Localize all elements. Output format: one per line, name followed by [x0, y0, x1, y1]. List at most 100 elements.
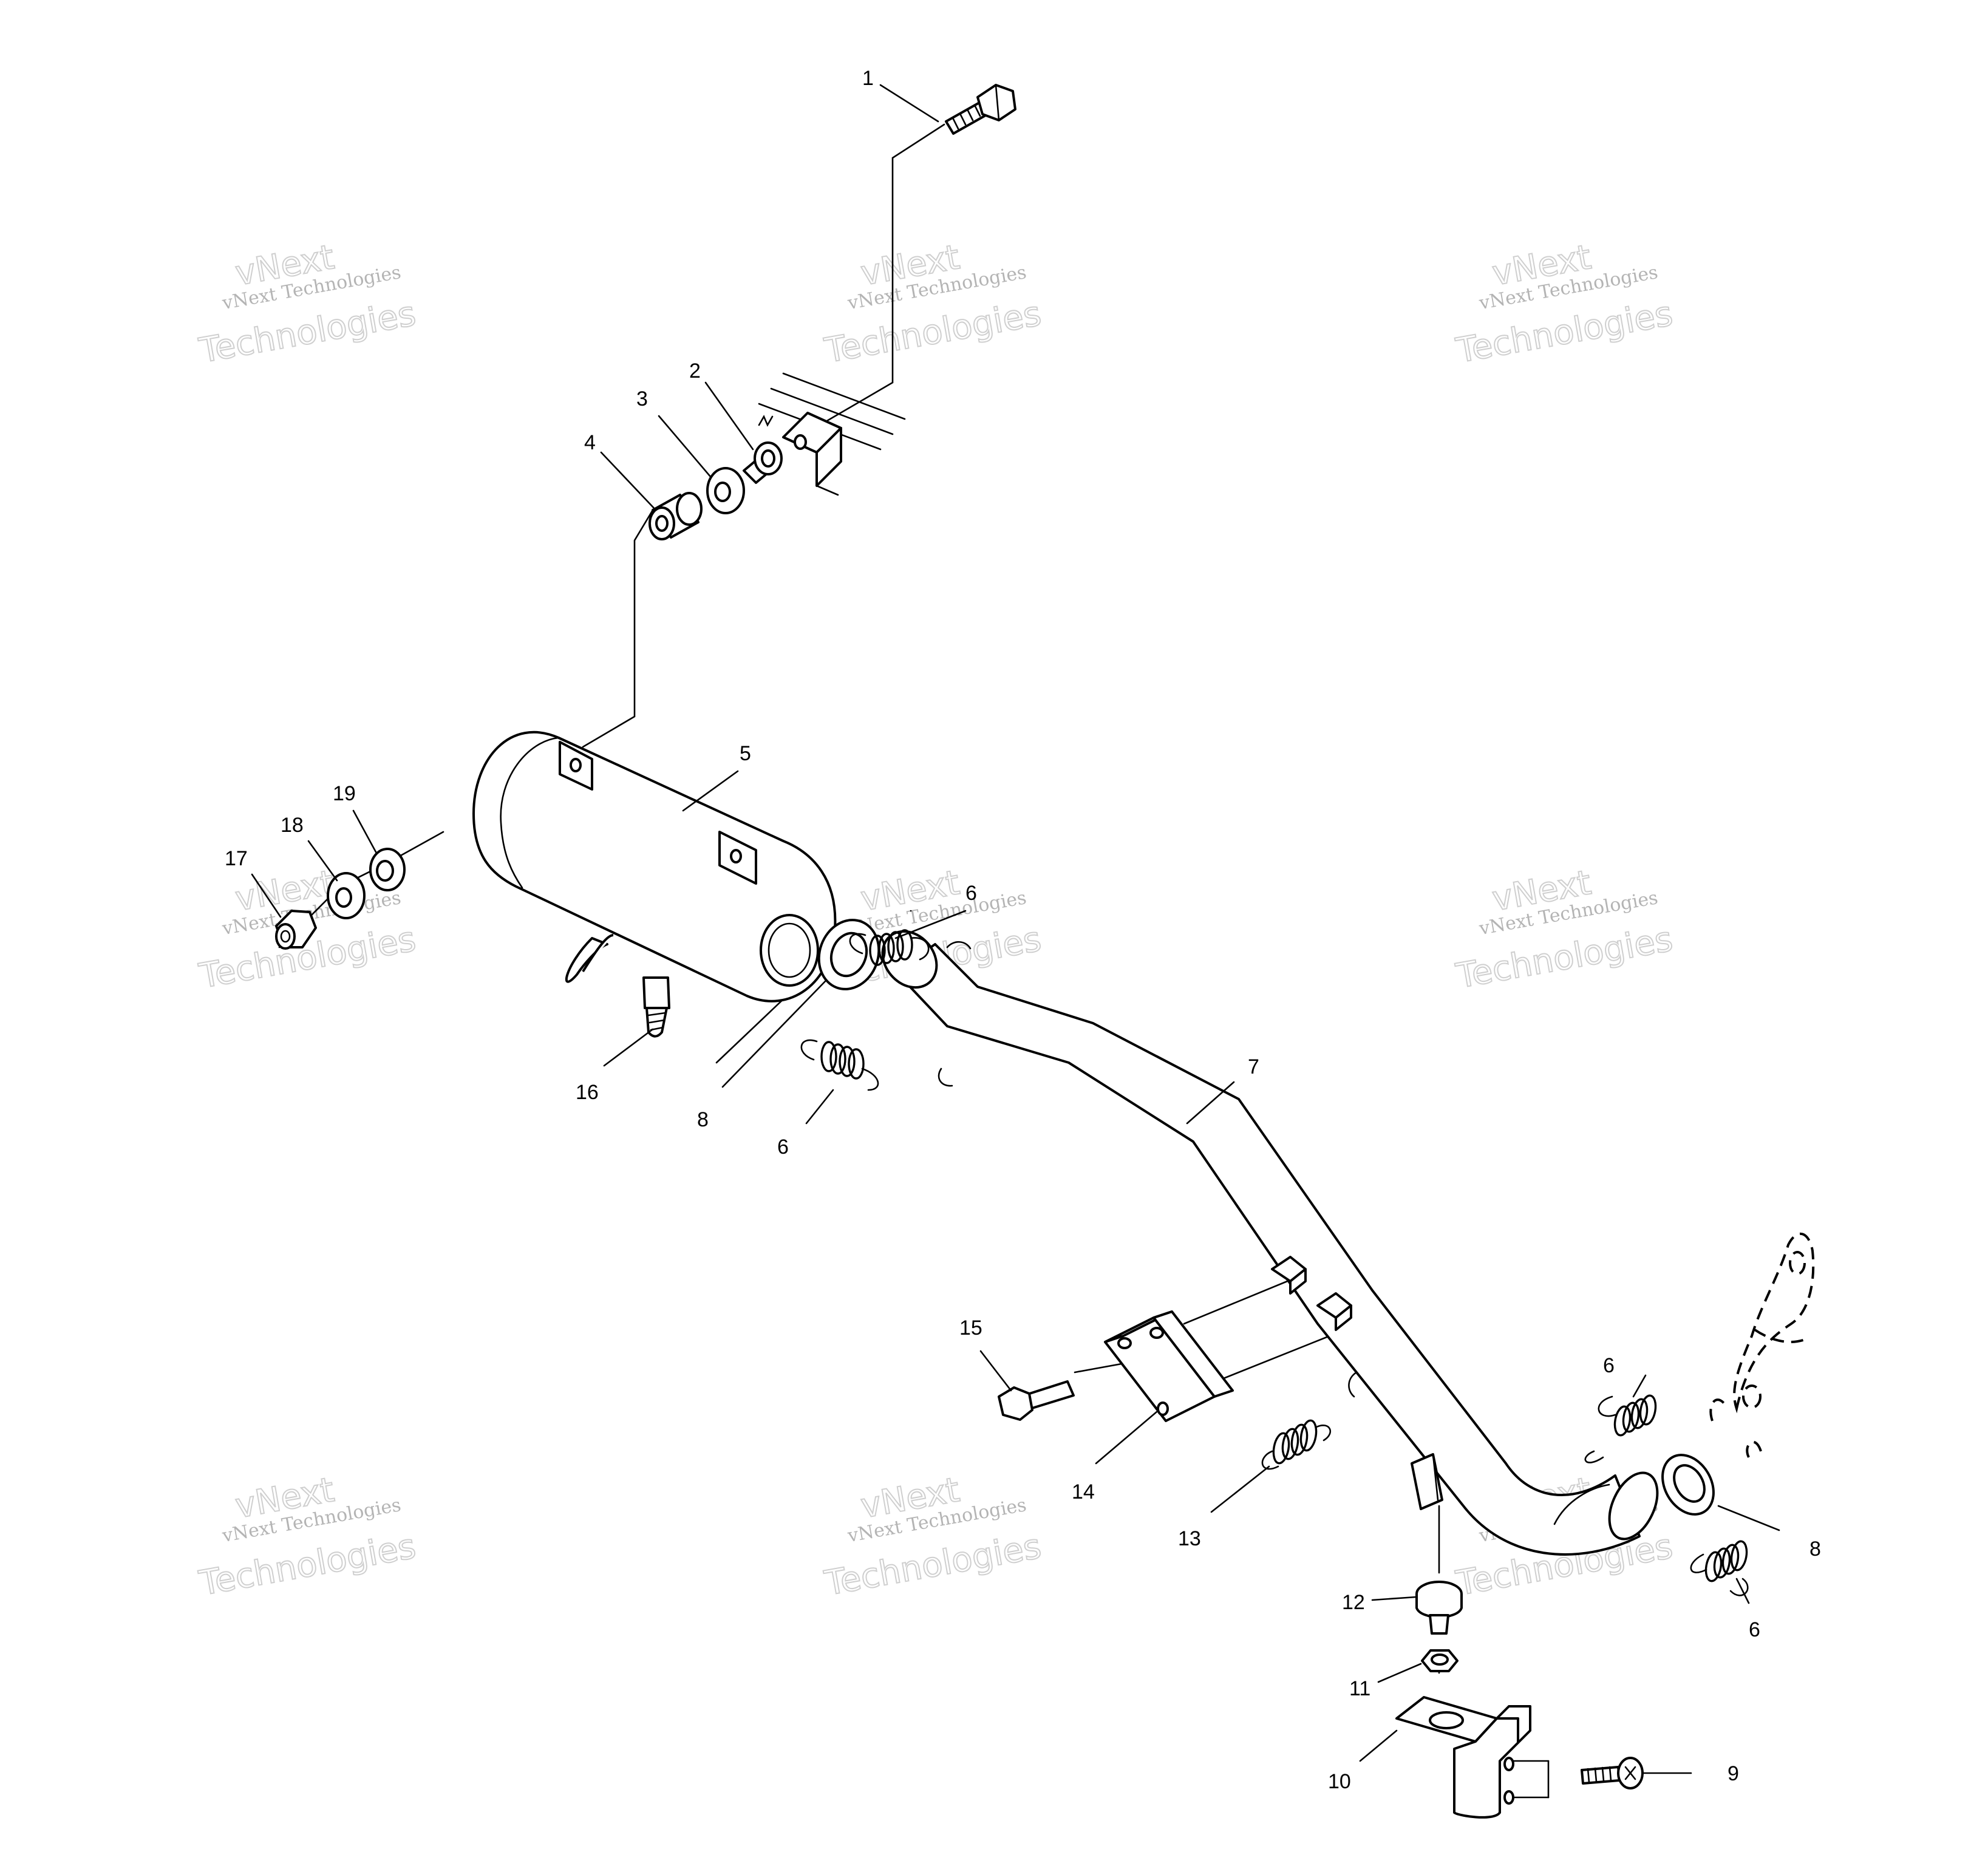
spring-coil: [848, 1048, 865, 1080]
muffler-outlet-inner: [768, 922, 811, 978]
leader-6-right-upper: [1632, 1374, 1647, 1398]
callout-6-mid: 6: [777, 1136, 789, 1159]
nut-face: [275, 923, 296, 950]
spring-coil: [1299, 1419, 1318, 1452]
callout-16: 16: [576, 1081, 599, 1104]
mount-axis-line: [582, 509, 654, 748]
callout-13: 13: [1178, 1527, 1201, 1550]
muffler-outlet: [760, 914, 819, 987]
frame-break-mark: [758, 415, 774, 427]
nut-part-11: [1421, 1649, 1459, 1672]
spring-hook: [849, 933, 866, 955]
grommet-end: [676, 492, 703, 526]
callout-6-right-lower: 6: [1749, 1618, 1760, 1641]
muffler-hanger-edge: [582, 934, 614, 973]
bolt-part-15: [998, 1380, 1075, 1421]
spring-hook: [1584, 1450, 1604, 1463]
clamp-side-face: [1152, 1310, 1234, 1398]
spring-hook: [938, 1068, 953, 1087]
muffler-body: [472, 730, 837, 1003]
bolt-axis-line: [819, 123, 945, 426]
bolt-head-facet: [995, 84, 1000, 121]
washer-part-18: [327, 872, 366, 919]
leader-14: [1095, 1411, 1158, 1465]
callout-4: 4: [584, 431, 596, 454]
washer-hole: [335, 887, 352, 908]
pipe-clamp-tab-side: [1289, 1268, 1307, 1295]
screw-part-9: [1581, 1757, 1644, 1789]
frame-mount-tab: [758, 372, 906, 496]
leader-8-upper: [721, 979, 827, 1088]
callout-6-top: 6: [965, 882, 977, 905]
leader-11: [1377, 1663, 1422, 1683]
washer-hole: [714, 482, 731, 502]
flange-outline: [1754, 1329, 1807, 1343]
leader-4: [600, 451, 657, 511]
spring-coil: [1613, 1405, 1632, 1437]
callout-labels: 1 2 3 4 5 6 6 6 6 7 8 8 9 10 11 12 13 14…: [225, 67, 1821, 1793]
bracket-mount-hole: [1503, 1790, 1514, 1805]
callout-18: 18: [281, 814, 304, 837]
callout-6-right-upper: 6: [1603, 1354, 1615, 1377]
bushing-part-2: [743, 441, 783, 484]
muffler-part-5: [472, 730, 837, 1003]
leader-7: [1186, 1081, 1235, 1125]
bolt-hex-head: [998, 1386, 1033, 1421]
nut-bore: [1431, 1653, 1449, 1666]
watermark-bottom-left: vNext vNext Technologies Technologies: [196, 1469, 420, 1604]
spring-hook: [1729, 1578, 1749, 1596]
washer-part-3: [706, 467, 745, 514]
leader-18: [307, 840, 338, 882]
frame-rail-line: [782, 372, 906, 420]
pipe-clamp-tab-side: [1335, 1304, 1352, 1331]
callout-5: 5: [740, 742, 751, 765]
spring-hook: [1261, 1450, 1279, 1470]
bracket-part-10: [1395, 1696, 1531, 1819]
pipe-bend-highlight: [1553, 1483, 1610, 1525]
spring-coil: [1639, 1394, 1657, 1426]
pipe-engine-end: [1608, 1471, 1659, 1541]
spring-coil: [1730, 1540, 1748, 1571]
flange-port: [1742, 1384, 1762, 1409]
spring-coil: [887, 931, 904, 962]
pipe-mount-stud-edge: [1432, 1453, 1439, 1501]
callout-2: 2: [689, 359, 701, 383]
spring-coil: [1622, 1401, 1640, 1433]
leader-1: [879, 84, 939, 123]
callout-1: 1: [862, 67, 874, 90]
leader-6-top: [894, 910, 967, 939]
bracket-hole: [1429, 1711, 1464, 1729]
muffler-end-cap-rim: [500, 737, 560, 889]
callout-7: 7: [1248, 1055, 1259, 1078]
clamp-hole: [1157, 1401, 1169, 1416]
spring-coil: [1704, 1551, 1723, 1582]
leader-6-mid: [805, 1089, 834, 1125]
nut-part-17: [275, 910, 317, 950]
clamp-axis-line-upper: [1183, 1280, 1288, 1325]
callout-11: 11: [1349, 1677, 1370, 1700]
spring-coil: [829, 1043, 846, 1075]
spring-hook: [1690, 1553, 1707, 1573]
flange-stud-hole: [1789, 1251, 1806, 1275]
grommet-bore: [655, 515, 669, 532]
frame-rail-line: [770, 387, 894, 435]
grommet-stem: [1429, 1614, 1449, 1635]
spring-coil: [820, 1041, 837, 1072]
clamp-axis-line-lower: [1207, 1335, 1331, 1386]
leader-2: [704, 381, 754, 451]
spring-coil: [1272, 1432, 1290, 1465]
frame-tab-edge: [815, 485, 839, 496]
callout-10: 10: [1328, 1770, 1351, 1793]
spring-coil: [1721, 1544, 1740, 1575]
watermark-top-left: vNext vNext Technologies Technologies: [196, 237, 420, 372]
muffler-tab-hole: [730, 849, 742, 863]
leader-13: [1210, 1465, 1270, 1513]
watermark-top-right: vNext vNext Technologies Technologies: [1452, 237, 1677, 372]
flange-outline: [1733, 1232, 1815, 1414]
clamp-part-14: [1104, 1310, 1234, 1422]
frame-tab-hole: [794, 434, 807, 450]
nut-bore: [280, 930, 291, 943]
frame-tab-side: [815, 427, 842, 487]
spring-part-6-right-lower: [1690, 1540, 1749, 1596]
